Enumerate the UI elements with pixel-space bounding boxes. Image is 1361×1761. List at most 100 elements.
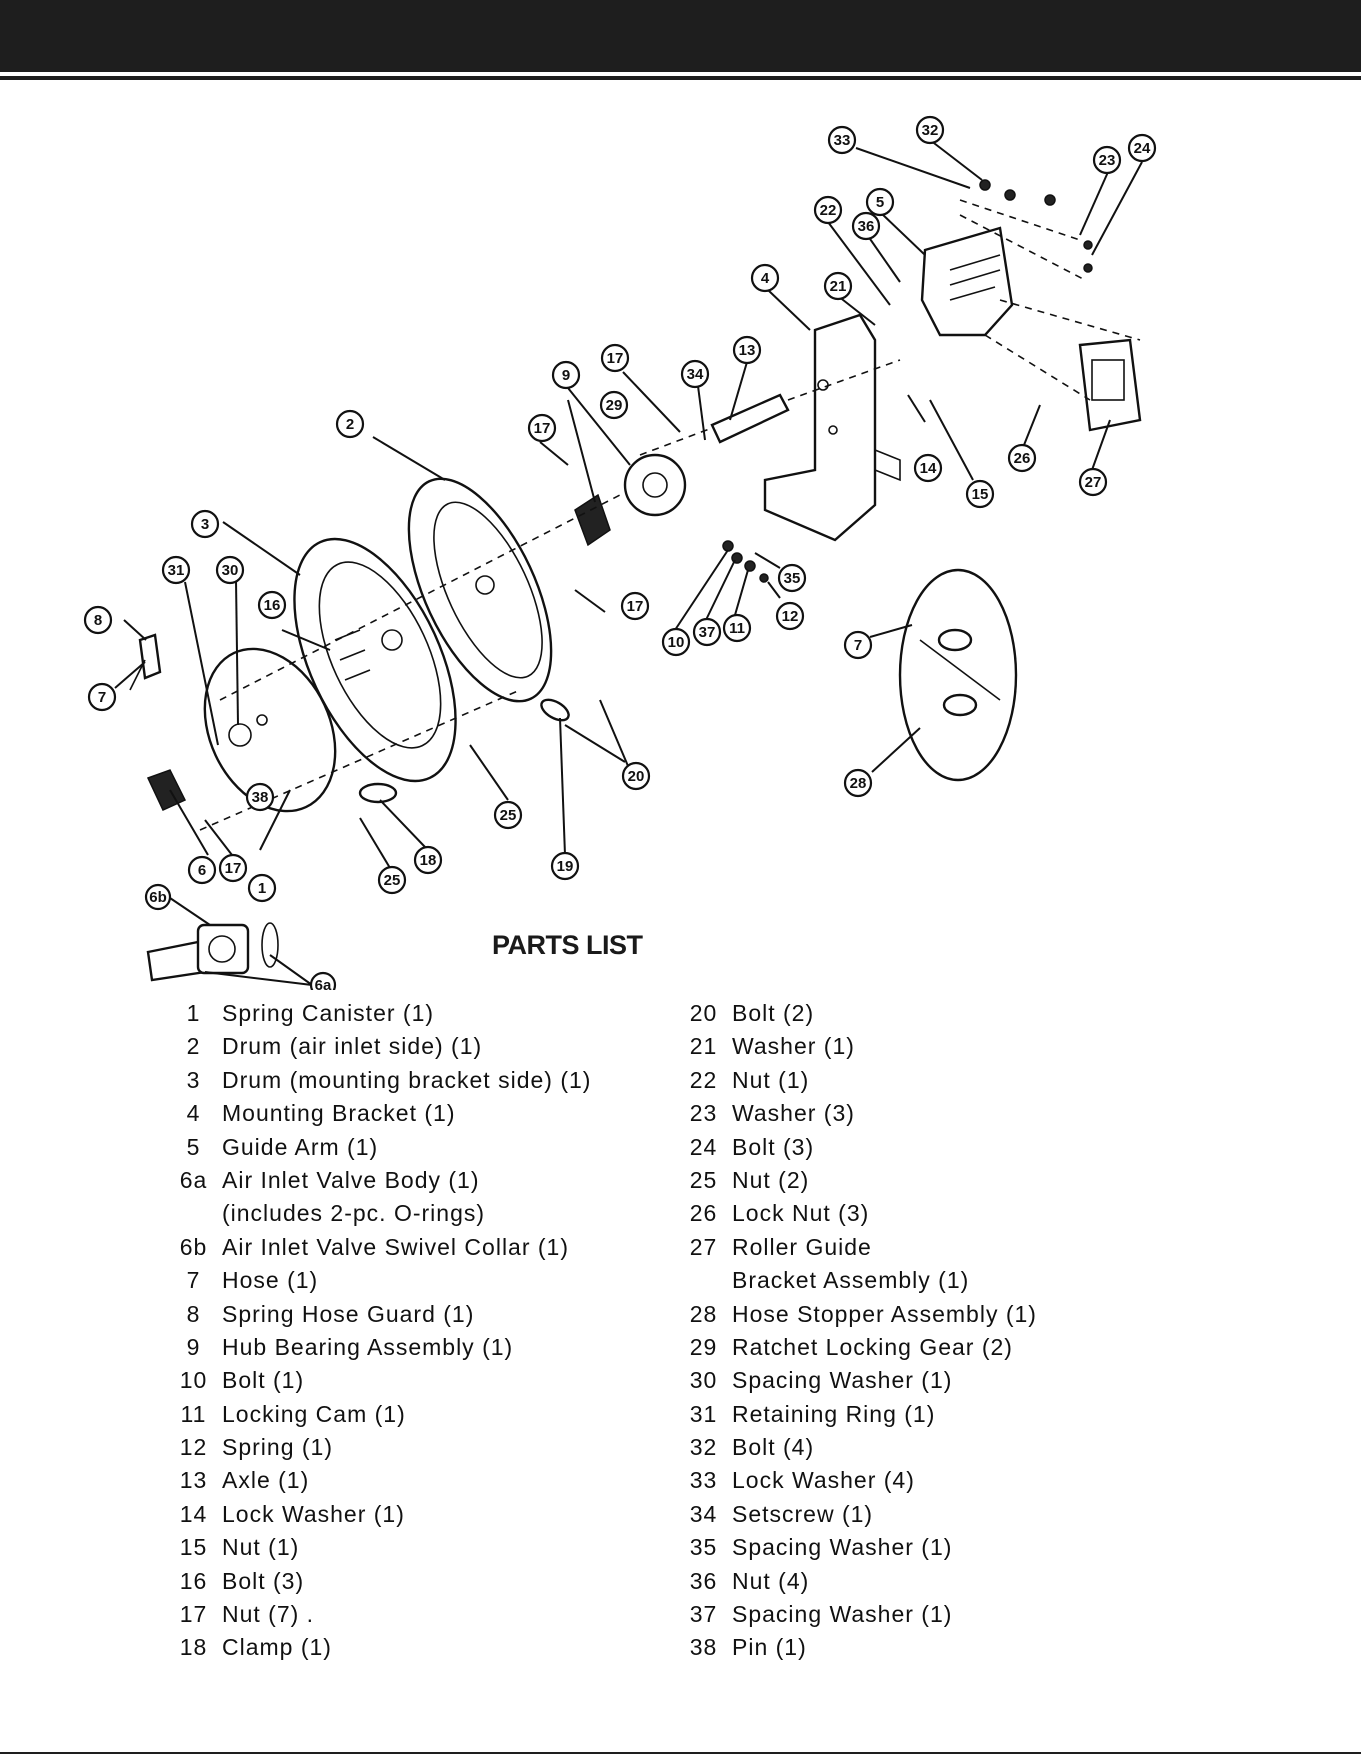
parts-row: 4 Mounting Bracket (1) (165, 1100, 645, 1133)
svg-text:34: 34 (687, 366, 704, 383)
part-number: 21 (689, 1033, 718, 1060)
svg-text:3: 3 (201, 516, 209, 533)
svg-text:13: 13 (739, 342, 756, 359)
callout-15: 15 (965, 479, 995, 509)
part-number: 2 (186, 1033, 201, 1060)
svg-text:6b: 6b (149, 889, 167, 906)
callout-1: 1 (247, 873, 277, 903)
part-name: Ratchet Locking Gear (2) (732, 1333, 1013, 1360)
callout-14: 14 (913, 453, 943, 483)
parts-list-title: PARTS LIST (492, 930, 643, 960)
part-name: Pin (1) (732, 1634, 807, 1661)
callout-6b: 6b (144, 883, 172, 911)
part-name: Retaining Ring (1) (732, 1400, 936, 1427)
part-number: 20 (689, 1000, 718, 1026)
part-name: Hub Bearing Assembly (1) (222, 1333, 514, 1360)
part-name: Bracket Assembly (1) (732, 1267, 970, 1294)
callout-28: 28 (843, 768, 873, 798)
callout-30: 30 (215, 555, 245, 585)
svg-text:32: 32 (922, 122, 939, 139)
parts-row: 2 Drum (air inlet side) (1) (165, 1033, 645, 1066)
svg-text:15: 15 (972, 486, 989, 503)
callout-19: 19 (550, 851, 580, 881)
svg-text:31: 31 (168, 562, 185, 579)
part-name: Guide Arm (1) (222, 1133, 379, 1160)
part-name: Lock Washer (1) (222, 1500, 405, 1527)
callout-17-right: 17 (620, 591, 650, 621)
svg-text:35: 35 (784, 570, 801, 587)
parts-row: (includes 2-pc. O-rings) (165, 1200, 645, 1233)
svg-text:29: 29 (606, 397, 623, 414)
part-name: Drum (air inlet side) (1) (222, 1033, 483, 1060)
svg-text:9: 9 (562, 367, 570, 384)
part-name: Air Inlet Valve Swivel Collar (1) (222, 1233, 570, 1260)
callout-6a: 6a (309, 971, 337, 990)
svg-text:25: 25 (384, 872, 401, 889)
callout-23: 23 (1092, 145, 1122, 175)
part-name: Spring (1) (222, 1434, 333, 1461)
parts-row: Bracket Assembly (1) (675, 1267, 1175, 1300)
svg-text:10: 10 (668, 634, 685, 651)
part-number: 24 (689, 1133, 718, 1160)
header-bar (0, 0, 1361, 72)
part-number: 33 (689, 1467, 718, 1494)
part-name: Bolt (4) (732, 1434, 815, 1461)
svg-text:17: 17 (534, 420, 551, 437)
callout-20: 20 (621, 761, 651, 791)
callout-9: 9 (551, 360, 581, 390)
callout-16: 16 (257, 590, 287, 620)
svg-text:7: 7 (854, 637, 862, 654)
parts-row: 11 Locking Cam (1) (165, 1401, 645, 1434)
part-number: 14 (179, 1500, 208, 1527)
part-name: Axle (1) (222, 1467, 310, 1494)
part-number: 4 (186, 1100, 201, 1127)
part-number: 3 (186, 1066, 201, 1093)
callout-7-right: 7 (843, 630, 873, 660)
callout-labels: 33 32 23 24 5 22 36 21 4 13 34 17 9 29 1… (83, 115, 1157, 990)
svg-text:17: 17 (225, 860, 242, 877)
part-number: 12 (179, 1434, 208, 1461)
part-name: (includes 2-pc. O-rings) (222, 1200, 486, 1227)
part-number: 22 (689, 1066, 718, 1093)
header-rule (0, 76, 1361, 80)
part-number: 1 (186, 1000, 201, 1026)
callout-12: 12 (775, 601, 805, 631)
part-name: Lock Washer (4) (732, 1467, 915, 1494)
svg-text:6a: 6a (315, 977, 332, 990)
part-name: Nut (1) (222, 1534, 300, 1561)
part-name: Roller Guide (732, 1233, 872, 1260)
svg-text:17: 17 (627, 598, 644, 615)
part-name: Lock Nut (3) (732, 1200, 870, 1227)
callout-18: 18 (413, 845, 443, 875)
part-number: 11 (180, 1400, 207, 1427)
part-number: 8 (186, 1300, 201, 1327)
part-name: Hose (1) (222, 1267, 319, 1294)
part-number: 27 (689, 1233, 718, 1260)
part-number: 25 (689, 1166, 718, 1193)
callout-26: 26 (1007, 443, 1037, 473)
part-number: 26 (689, 1200, 718, 1227)
part-number: 23 (689, 1100, 718, 1127)
part-name: Clamp (1) (222, 1634, 332, 1661)
part-name: Locking Cam (1) (222, 1400, 406, 1427)
part-name: Mounting Bracket (1) (222, 1100, 456, 1127)
svg-text:25: 25 (500, 807, 517, 824)
svg-text:30: 30 (222, 562, 239, 579)
svg-text:23: 23 (1099, 152, 1116, 169)
part-number: 15 (179, 1534, 208, 1561)
